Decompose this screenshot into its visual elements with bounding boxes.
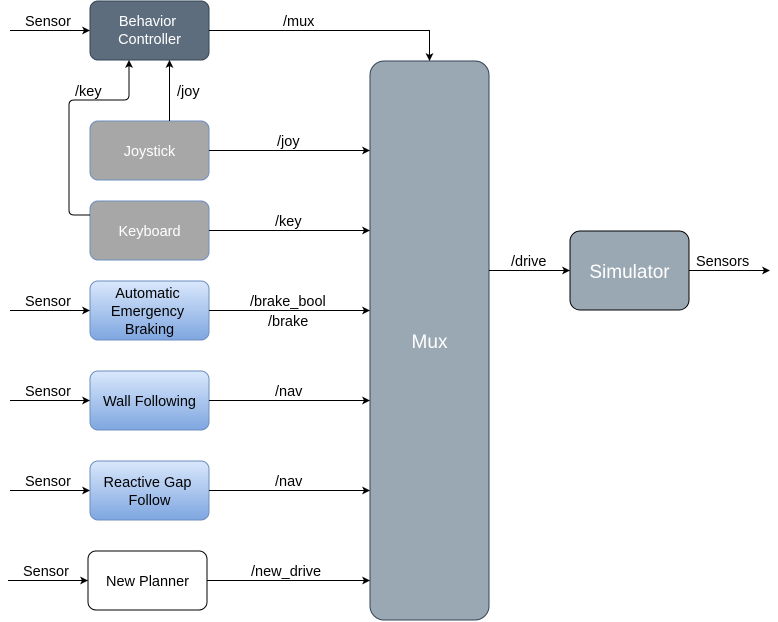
reactive-gap-follow-node: Reactive Gap Follow: [89, 460, 210, 521]
joystick-label: Joystick: [124, 144, 176, 160]
wall-following-label: Wall Following: [103, 394, 196, 410]
sensor-label-5: Sensor: [23, 564, 69, 580]
brake-bool-label: /brake_bool: [250, 294, 326, 310]
edges: [8, 26, 770, 585]
brake-label: /brake: [268, 314, 308, 330]
simulator-node: Simulator: [569, 230, 690, 311]
mux-node: Mux: [369, 60, 490, 621]
nav-label-1: /nav: [275, 384, 303, 400]
new-drive-label: /new_drive: [251, 564, 321, 580]
nav-label-2: /nav: [275, 474, 303, 490]
key-to-behavior-edge: [68, 60, 133, 216]
aeb-label: Automatic Emergency Braking: [111, 286, 188, 338]
reactive-gap-follow-label: Reactive Gap Follow: [104, 475, 196, 509]
mux-label: Mux: [412, 332, 448, 353]
sensor-label-2: Sensor: [25, 294, 71, 310]
joy-topic-label: /joy: [277, 134, 300, 150]
sensor-label-1: Sensor: [25, 14, 71, 30]
sensor-label-4: Sensor: [25, 474, 71, 490]
behavior-controller-node: Behavior Controller: [89, 0, 210, 61]
wall-following-node: Wall Following: [89, 370, 210, 431]
new-planner-node: New Planner: [87, 550, 208, 611]
behavior-controller-label: Behavior Controller: [118, 14, 181, 48]
mux-topic-label: /mux: [283, 14, 315, 30]
simulator-label: Simulator: [589, 262, 670, 283]
mux-topic-edge: [209, 30, 434, 61]
sensors-out-label: Sensors: [696, 254, 749, 270]
key-topic-label: /key: [275, 214, 302, 230]
keyboard-node: Keyboard: [89, 200, 210, 261]
aeb-node: Automatic Emergency Braking: [89, 280, 210, 341]
new-planner-label: New Planner: [106, 574, 189, 590]
drive-label: /drive: [511, 254, 546, 270]
sensor-label-3: Sensor: [25, 384, 71, 400]
key-topic-label-loop: /key: [75, 84, 102, 100]
joy-topic-label-up: /joy: [177, 84, 200, 100]
joystick-node: Joystick: [89, 120, 210, 181]
keyboard-label: Keyboard: [118, 224, 180, 240]
